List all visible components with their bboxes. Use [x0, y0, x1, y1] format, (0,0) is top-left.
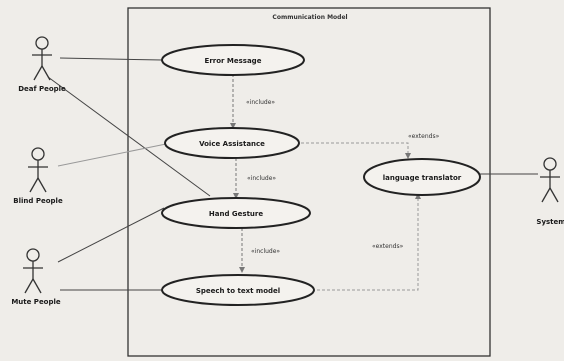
- association-mute-hand: [57, 207, 165, 263]
- use-case-label-error: Error Message: [205, 57, 262, 65]
- use-case-label-translator: language translator: [383, 174, 462, 182]
- boundary-title: Communication Model: [272, 14, 347, 21]
- extend-voice-translator: [296, 142, 411, 159]
- use-case-voice-assistance: [164, 127, 300, 159]
- system-boundary: [127, 7, 491, 357]
- use-case-label-speech: Speech to text model: [196, 287, 280, 295]
- use-case-language-translator: [363, 158, 481, 196]
- extend-label-2: «extends»: [372, 243, 404, 250]
- use-case-label-hand: Hand Gesture: [209, 210, 263, 218]
- association-deaf-hand: [47, 76, 211, 197]
- association-deaf-error: [59, 57, 163, 61]
- association-blind-voice: [57, 143, 167, 167]
- actor-deaf-people: [32, 36, 52, 81]
- use-case-error-message: [161, 44, 305, 76]
- actor-system: [540, 157, 560, 203]
- extend-label-1: «extends»: [408, 133, 440, 140]
- include-label-1: «include»: [246, 99, 275, 106]
- use-case-hand-gesture: [161, 197, 311, 229]
- include-label-3: «include»: [251, 248, 280, 255]
- actor-label-blind: Blind People: [13, 197, 63, 205]
- use-case-label-voice: Voice Assistance: [199, 140, 265, 148]
- actor-label-mute: Mute People: [11, 298, 61, 306]
- actor-blind-people: [28, 147, 48, 193]
- extend-speech-translator: [312, 193, 421, 291]
- include-label-2: «include»: [247, 175, 276, 182]
- actor-label-system: System: [536, 218, 564, 226]
- actor-mute-people: [23, 248, 43, 294]
- actor-label-deaf: Deaf People: [18, 85, 66, 93]
- use-case-speech-to-text: [161, 274, 315, 306]
